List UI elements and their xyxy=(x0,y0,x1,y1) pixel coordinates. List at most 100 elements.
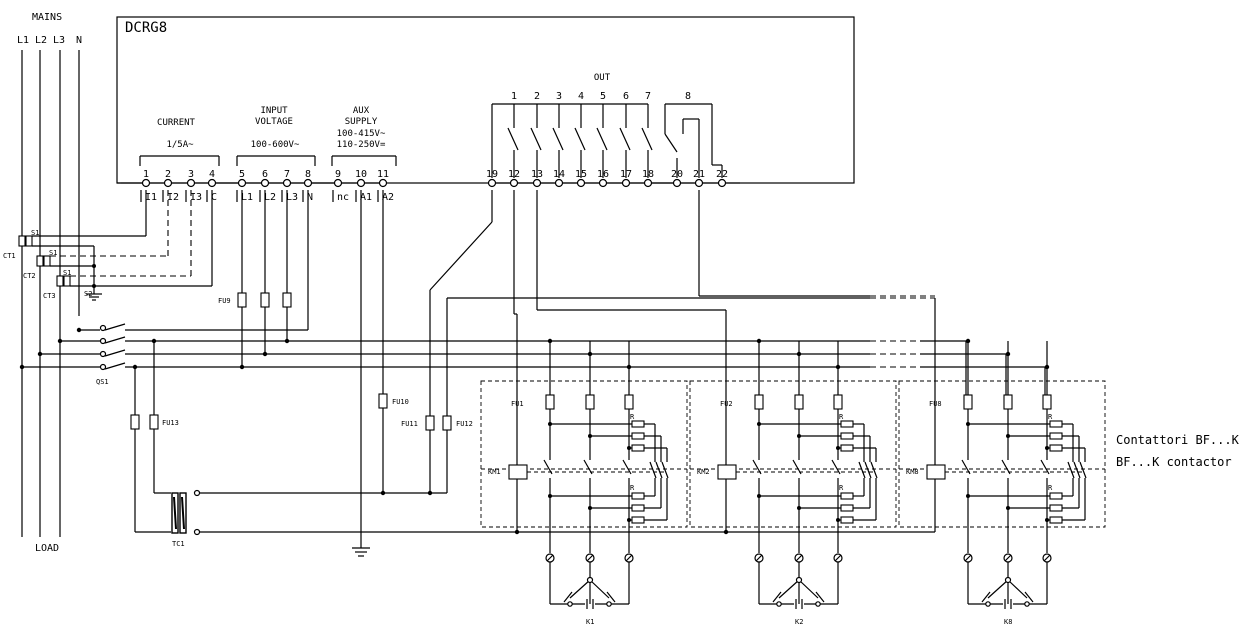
terminal-circle xyxy=(487,178,497,188)
phase-labels: L1 L2 L3 N xyxy=(17,35,82,46)
relay-number: 4 xyxy=(578,91,584,102)
bank-fuse-label: FU8 xyxy=(929,400,942,408)
relay-number: 5 xyxy=(600,91,606,102)
main-switch: QS1 xyxy=(19,190,309,386)
voltage-title-1: INPUT xyxy=(260,106,288,116)
resistor-label: R xyxy=(630,413,635,421)
current-transformers: CT1 CT2 CT3 S1 S1 S1 S2 xyxy=(3,190,213,301)
out-title: OUT xyxy=(594,73,611,83)
terminal-circle xyxy=(717,178,727,188)
terminal-label: I2 xyxy=(167,192,179,203)
terminal-label: I1 xyxy=(145,192,157,203)
terminal-number: 10 xyxy=(355,169,367,180)
control-transformer: FU13 TC1 xyxy=(130,338,935,548)
resistor-label: R xyxy=(839,413,844,421)
terminal-circle xyxy=(621,178,631,188)
contactor-label-it: Contattori BF...K xyxy=(1116,433,1240,447)
resistor-label: R xyxy=(839,484,844,492)
terminal-number: 9 xyxy=(335,169,341,180)
terminal-label: L2 xyxy=(264,192,276,203)
terminal-circle xyxy=(141,178,151,188)
relay-number: 6 xyxy=(623,91,629,102)
controller-box xyxy=(116,16,855,184)
terminal-circle xyxy=(509,178,519,188)
phase-label-l3: L3 xyxy=(53,35,65,46)
terminal-label: A1 xyxy=(360,192,372,203)
terminal-circle xyxy=(643,178,653,188)
busbars xyxy=(125,340,1046,398)
terminal-number: 8 xyxy=(305,169,311,180)
terminal-label: L3 xyxy=(286,192,298,203)
terminal-circle xyxy=(237,178,247,188)
relay-number: 8 xyxy=(685,91,691,102)
ct2-s1-label: S1 xyxy=(49,249,57,257)
aux-rating-ac: 100-415V~ xyxy=(337,129,386,139)
terminal-circle xyxy=(672,178,682,188)
terminal-number: 1 xyxy=(143,169,149,180)
terminal-label: L1 xyxy=(241,192,253,203)
terminal-number: 4 xyxy=(209,169,215,180)
terminal-circle xyxy=(333,178,343,188)
terminal-circle xyxy=(532,178,542,188)
terminal-circle xyxy=(303,178,313,188)
aux-title-2: SUPPLY xyxy=(345,117,378,127)
fu11-label: FU11 xyxy=(401,420,418,428)
terminal-circle xyxy=(207,178,217,188)
terminal-label: N xyxy=(307,192,313,203)
terminal-circle xyxy=(356,178,366,188)
contactor-label-en: BF...K contactor xyxy=(1116,455,1232,469)
relay-number: 7 xyxy=(645,91,651,102)
terminal-label: A2 xyxy=(382,192,394,203)
fu9-label: FU9 xyxy=(218,297,231,305)
fu10-label: FU10 xyxy=(392,398,409,406)
capacitor-label: K8 xyxy=(1004,618,1012,626)
controller-title: DCRG8 xyxy=(125,20,167,36)
terminal-circle xyxy=(554,178,564,188)
ct1-label: CT1 xyxy=(3,252,16,260)
relay-number: 2 xyxy=(534,91,540,102)
capacitor-label: K1 xyxy=(586,618,594,626)
phase-label-l1: L1 xyxy=(17,35,29,46)
terminal-circle xyxy=(260,178,270,188)
voltage-taps: FU9 xyxy=(218,190,292,370)
current-title: CURRENT xyxy=(157,118,196,128)
terminal-strip xyxy=(117,178,740,188)
aux-rating-dc: 110-250V= xyxy=(337,140,386,150)
mains-conductors xyxy=(21,50,80,537)
bank-coil-label: KM2 xyxy=(697,468,710,476)
ct3-s1-label: S1 xyxy=(63,269,71,277)
terminal-label: C xyxy=(211,192,217,203)
output-relays xyxy=(491,103,723,178)
bank-fuse-label: FU2 xyxy=(720,400,733,408)
tc1-label: TC1 xyxy=(172,540,185,548)
terminal-number: 7 xyxy=(284,169,290,180)
terminal-number: 11 xyxy=(377,169,389,180)
terminal-circle xyxy=(598,178,608,188)
aux-title-1: AUX xyxy=(353,106,370,116)
mains-label: MAINS xyxy=(32,12,62,23)
output-feed: FU11 FU12 xyxy=(401,190,936,535)
ct2-label: CT2 xyxy=(23,272,36,280)
terminal-circle xyxy=(163,178,173,188)
terminal-number: 2 xyxy=(165,169,171,180)
ct3-label: CT3 xyxy=(43,292,56,300)
bank-fuse-label: FU1 xyxy=(511,400,524,408)
relay-number: 3 xyxy=(556,91,562,102)
terminal-circle xyxy=(576,178,586,188)
terminal-circle xyxy=(186,178,196,188)
bank-coil-label: KM8 xyxy=(906,468,919,476)
terminal-number: 5 xyxy=(239,169,245,180)
terminal-number: 6 xyxy=(262,169,268,180)
fu13-label: FU13 xyxy=(162,419,179,427)
resistor-label: R xyxy=(1048,413,1053,421)
voltage-title-2: VOLTAGE xyxy=(255,117,293,127)
switch-label: QS1 xyxy=(96,378,109,386)
voltage-rating: 100-600V~ xyxy=(251,140,300,150)
